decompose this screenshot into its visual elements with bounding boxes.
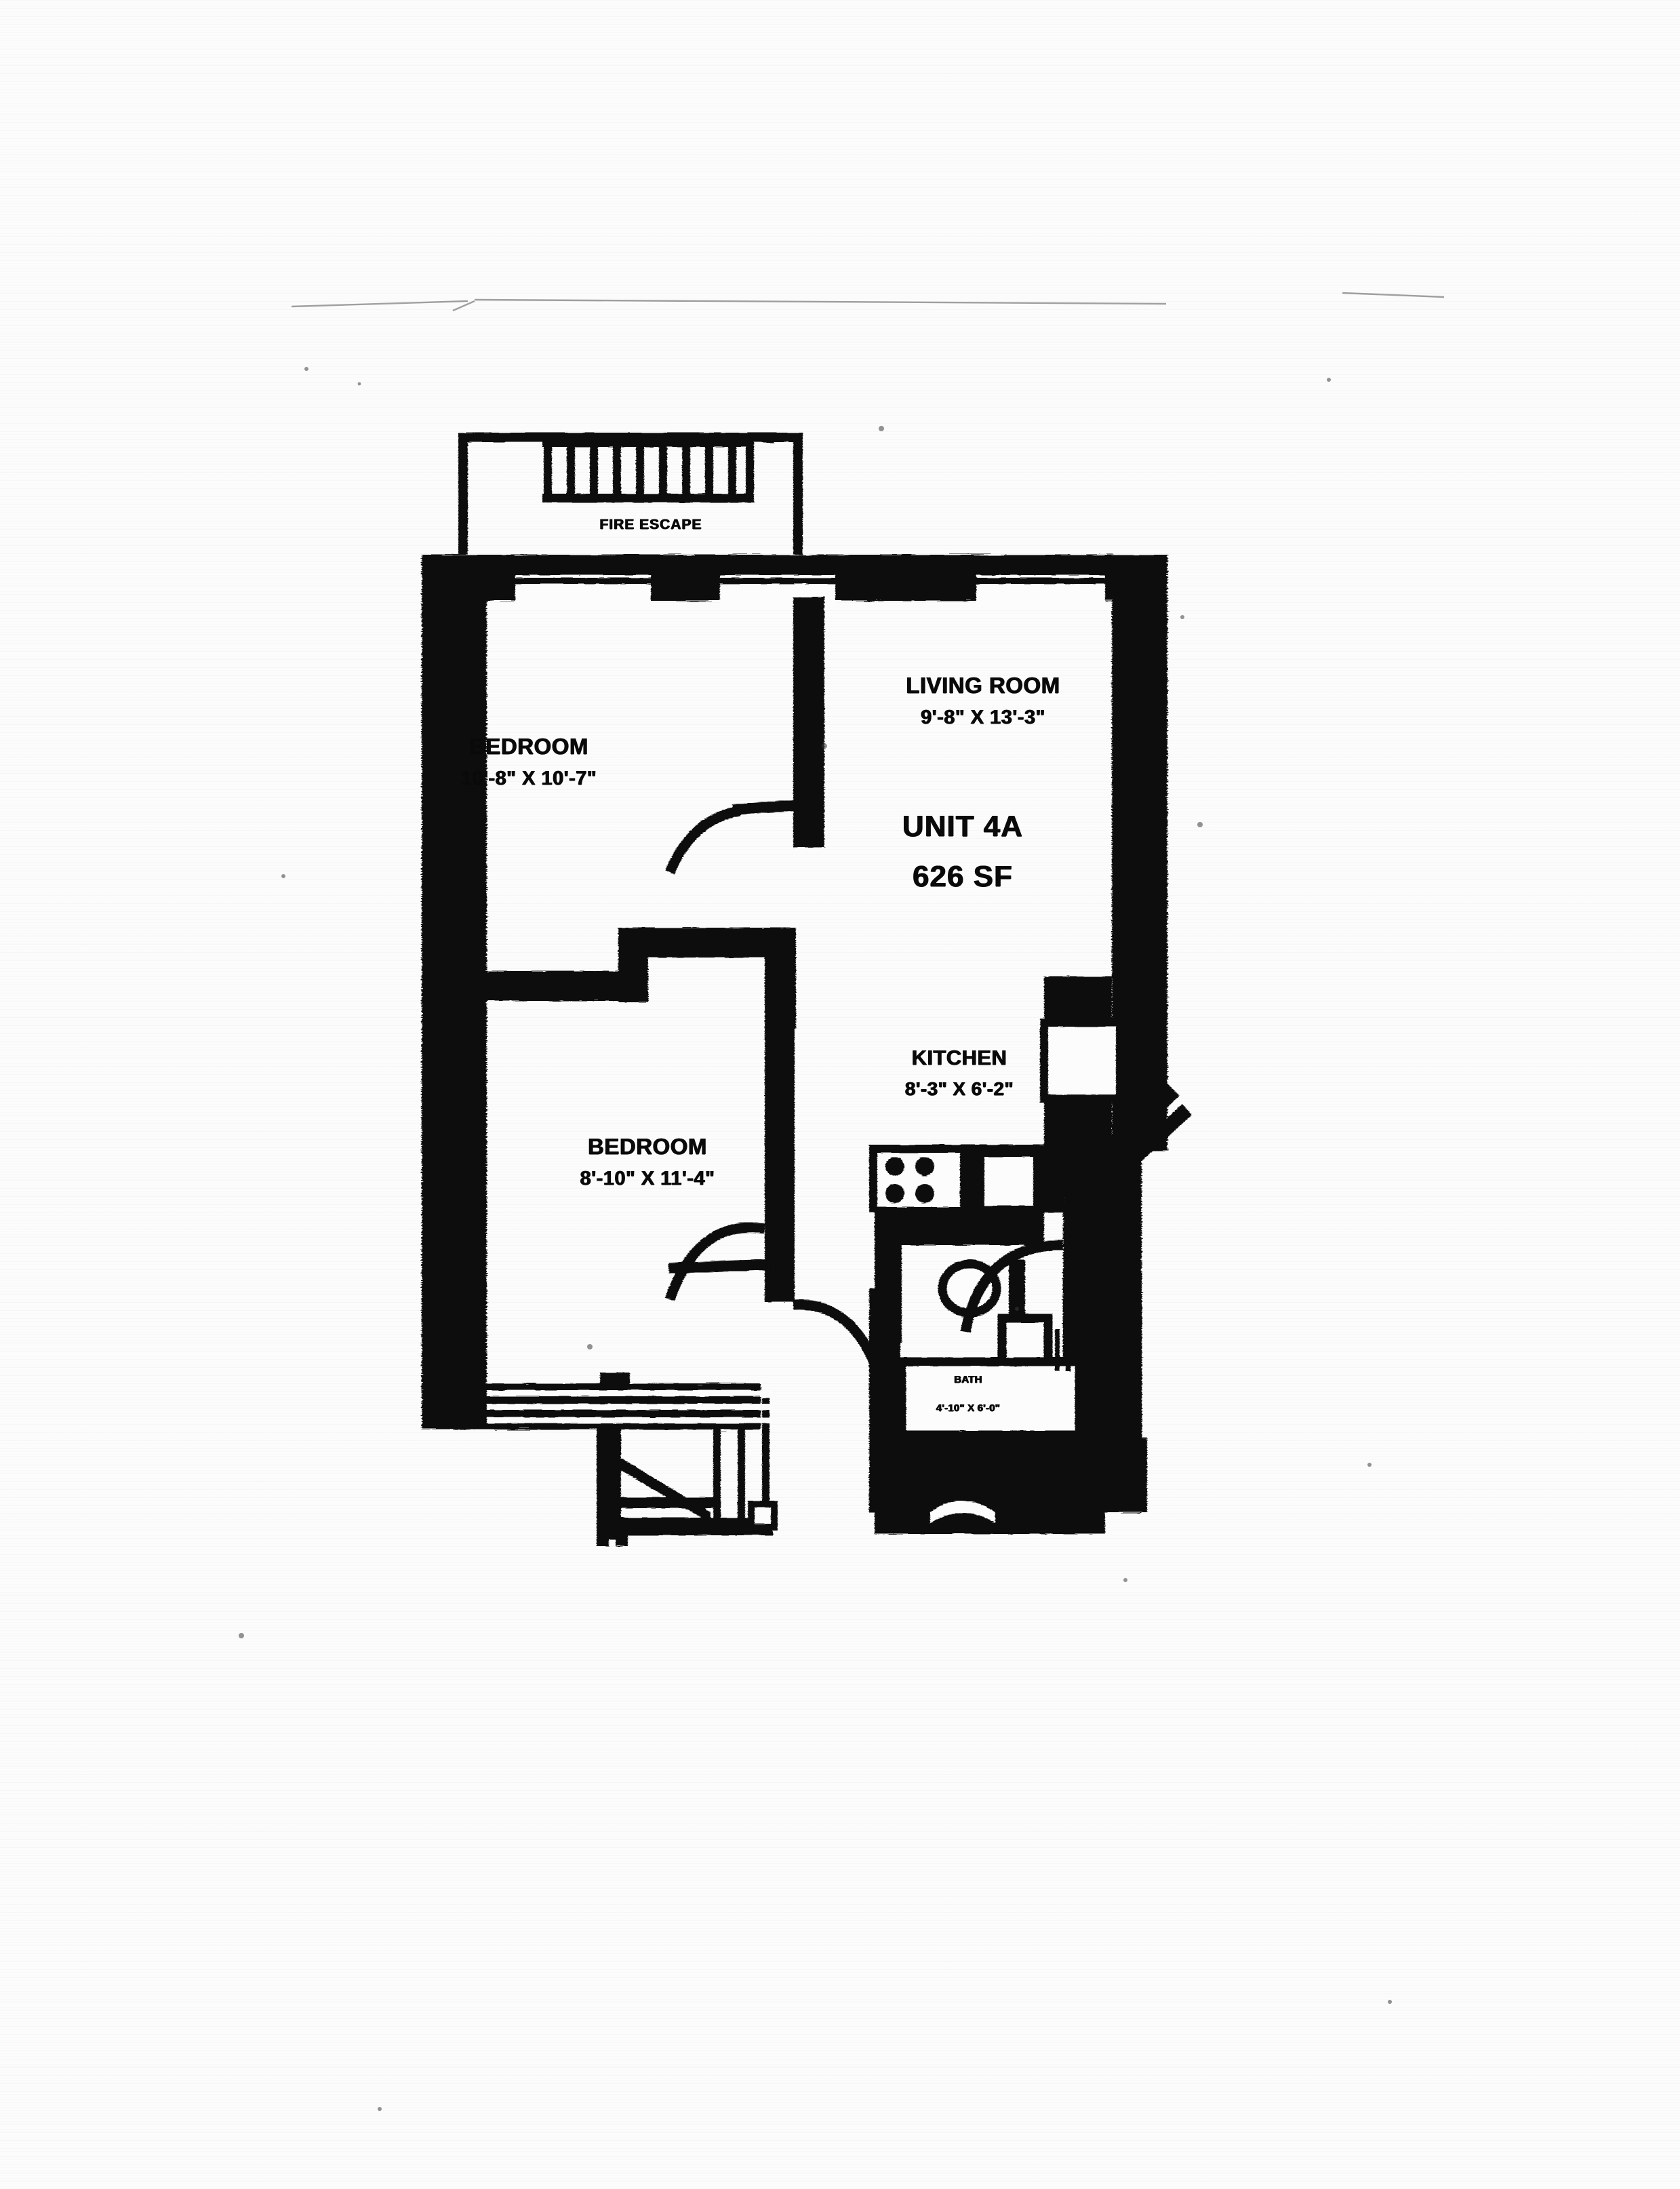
refrigerator-icon bbox=[1040, 1019, 1124, 1103]
scan-speckles bbox=[239, 367, 1392, 2111]
bedroom-1-door-arc bbox=[665, 806, 742, 874]
exterior-window-group bbox=[515, 566, 1105, 606]
door-leaves bbox=[668, 798, 813, 1274]
entry-door-lines bbox=[487, 1373, 772, 1423]
stove-icon bbox=[877, 1153, 960, 1225]
bedroom-2-door-arc bbox=[664, 1222, 766, 1301]
bathtub-icon bbox=[897, 1357, 1084, 1440]
unit-number-label: UNIT 4A bbox=[902, 810, 1024, 843]
closet-and-hall-walls bbox=[483, 928, 796, 1302]
door-swings bbox=[664, 806, 1064, 1380]
room-dimensions-bath: 4'-10" X 6'-0" bbox=[936, 1402, 1001, 1414]
fire-escape-ladder-icon bbox=[542, 439, 754, 502]
kitchen-closet-door bbox=[1062, 1084, 1192, 1191]
room-dimensions-bedroom-1: 10'-8" X 10'-7" bbox=[460, 768, 597, 789]
bath-walls bbox=[869, 1275, 1147, 1534]
bath-door-arc bbox=[793, 1299, 885, 1380]
room-dimensions-living-room: 9'-8" X 13'-3" bbox=[921, 707, 1045, 728]
bath-hatch-marks bbox=[1055, 1329, 1081, 1371]
room-dimensions-kitchen: 8'-3" X 6'-2" bbox=[904, 1078, 1014, 1099]
room-dimensions-bedroom-2: 8'-10" X 11'-4" bbox=[580, 1168, 715, 1189]
room-label-kitchen: KITCHEN bbox=[911, 1046, 1007, 1069]
unit-area-label: 626 SF bbox=[913, 860, 1013, 893]
room-label-bedroom-2: BEDROOM bbox=[588, 1134, 707, 1159]
room-label-living-room: LIVING ROOM bbox=[906, 673, 1060, 698]
kitchen-sink-icon bbox=[976, 1149, 1041, 1214]
room-label-bedroom-1: BEDROOM bbox=[469, 734, 588, 759]
kitchen-door-arc bbox=[960, 1240, 1064, 1333]
room-label-bath: BATH bbox=[954, 1374, 982, 1385]
stray-pencil-marks bbox=[291, 292, 1445, 312]
fire-escape-label: FIRE ESCAPE bbox=[599, 517, 702, 532]
bottom-wall-notch bbox=[930, 1501, 995, 1523]
